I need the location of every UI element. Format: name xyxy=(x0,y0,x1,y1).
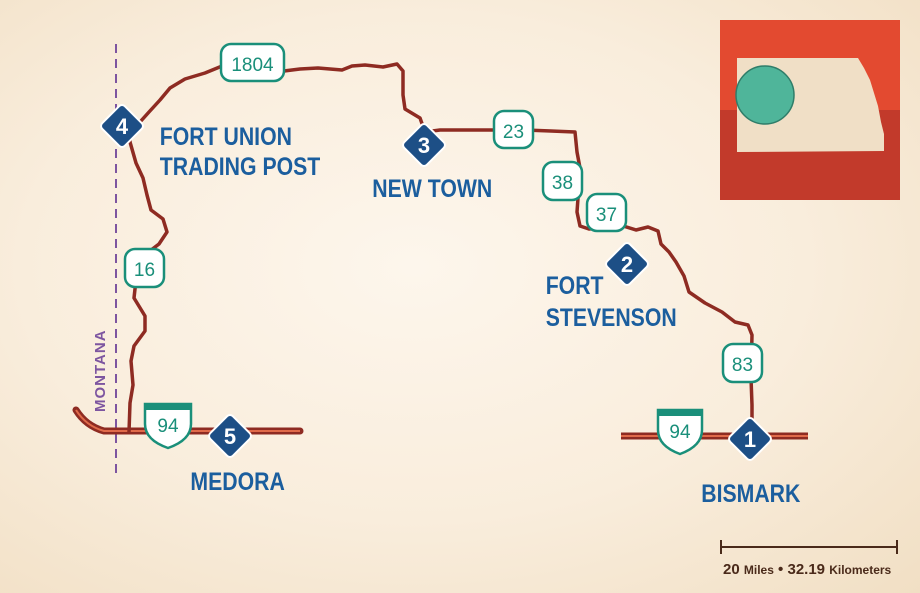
interstate-94-west-shield: 94 xyxy=(143,402,193,450)
scale-bar: 20 Miles • 32.19 Kilometers xyxy=(720,540,898,578)
stop-marker-3[interactable]: 3 xyxy=(401,122,446,167)
scale-km-unit: Kilometers xyxy=(829,563,891,577)
scale-separator: • xyxy=(778,561,783,578)
interstate-94-east-label: 94 xyxy=(669,422,691,443)
highway-37-shield: 37 xyxy=(585,192,628,233)
highway-37-label: 37 xyxy=(596,205,617,226)
highway-38-shield: 38 xyxy=(541,160,584,202)
highway-23-shield: 23 xyxy=(492,109,535,150)
svg-text:20 Miles • 3: 20 Miles • 32.19 Kilometers xyxy=(723,561,892,578)
stop-number-3: 3 xyxy=(418,133,430,158)
stop-label-bismark: BISMARK xyxy=(701,479,800,507)
highway-1804-shield: 1804 xyxy=(219,42,286,83)
route-line xyxy=(127,57,754,442)
state-border-label: MONTANA xyxy=(92,329,109,412)
stop-number-4: 4 xyxy=(116,114,129,139)
stop-label-fort-stevenson-line1: FORT xyxy=(546,271,604,299)
stop-label-new-town: NEW TOWN xyxy=(372,174,492,202)
stop-label-medora: MEDORA xyxy=(190,467,285,495)
stop-marker-4[interactable]: 4 xyxy=(99,103,144,148)
stop-number-1: 1 xyxy=(744,427,756,452)
highway-83-label: 83 xyxy=(732,355,753,376)
stop-label-fort-union-line1: FORT UNION xyxy=(160,122,292,150)
stop-number-2: 2 xyxy=(621,252,633,277)
scale-miles-value: 20 xyxy=(723,561,740,578)
highway-83-shield: 83 xyxy=(721,342,764,384)
interstate-94-west-label: 94 xyxy=(157,416,179,437)
stop-marker-2[interactable]: 2 xyxy=(604,241,649,286)
scale-miles-unit: Miles xyxy=(744,563,774,577)
highway-38-label: 38 xyxy=(552,173,573,194)
interstate-94-east-shield: 94 xyxy=(656,408,704,456)
highway-23-label: 23 xyxy=(503,122,524,143)
inset-locator-map xyxy=(720,20,900,200)
highway-16-shield: 16 xyxy=(123,247,166,289)
stop-marker-1[interactable]: 1 xyxy=(727,416,772,461)
stop-label-fort-stevenson-line2: STEVENSON xyxy=(546,303,677,331)
scale-km-value: 32.19 xyxy=(787,561,825,578)
stop-label-fort-union-line2: TRADING POST xyxy=(160,152,320,180)
stop-marker-5[interactable]: 5 xyxy=(207,413,252,458)
highway-16-label: 16 xyxy=(134,260,155,281)
inset-location-dot xyxy=(735,65,795,125)
highway-1804-label: 1804 xyxy=(231,55,274,76)
stop-number-5: 5 xyxy=(224,424,236,449)
